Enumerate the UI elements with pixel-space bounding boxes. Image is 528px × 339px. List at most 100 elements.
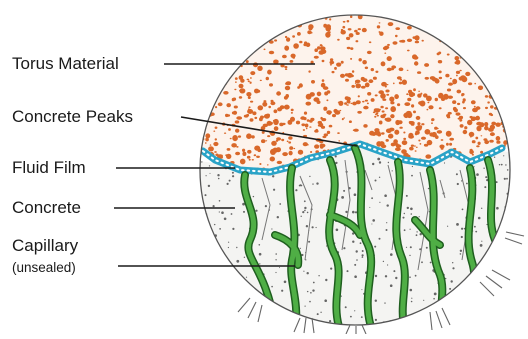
concrete-speck (481, 208, 482, 209)
concrete-speck (452, 267, 454, 269)
torus-particle (233, 26, 236, 29)
torus-particle (321, 83, 326, 88)
torus-particle (273, 119, 279, 125)
torus-particle (220, 41, 226, 46)
concrete-speck (410, 229, 411, 230)
concrete-speck (501, 319, 504, 322)
torus-particle (416, 116, 421, 120)
torus-particle (248, 37, 250, 39)
torus-particle (291, 109, 294, 112)
torus-particle (438, 24, 443, 28)
torus-particle (404, 102, 410, 106)
torus-particle (457, 103, 460, 105)
concrete-speck (292, 323, 294, 325)
torus-particle (213, 131, 215, 132)
torus-particle (257, 34, 262, 37)
torus-particle (245, 20, 250, 24)
torus-particle (406, 93, 408, 95)
torus-particle (456, 20, 458, 22)
torus-particle (206, 34, 208, 36)
torus-particle (470, 136, 472, 137)
concrete-speck (503, 155, 504, 156)
torus-particle (288, 120, 293, 125)
concrete-speck (410, 208, 413, 211)
concrete-speck (466, 283, 468, 285)
torus-particle (214, 65, 217, 67)
concrete-speck (374, 246, 376, 248)
torus-particle (326, 99, 328, 101)
concrete-speck (421, 261, 423, 263)
concrete-speck (494, 302, 496, 304)
concrete-speck (501, 164, 503, 166)
torus-particle (198, 127, 203, 132)
torus-particle (329, 18, 331, 20)
concrete-speck (354, 310, 355, 311)
torus-particle (469, 132, 475, 137)
torus-particle (303, 129, 305, 131)
torus-particle (475, 137, 478, 140)
torus-particle (413, 111, 416, 114)
concrete-speck (241, 284, 243, 286)
concrete-speck (210, 173, 211, 174)
concrete-speck (295, 189, 297, 191)
concrete-speck (509, 292, 510, 293)
torus-particle (359, 58, 362, 61)
torus-particle (337, 132, 340, 134)
torus-particle (249, 159, 251, 161)
concrete-speck (386, 229, 388, 231)
torus-particle (386, 139, 389, 142)
torus-particle (491, 122, 496, 126)
concrete-speck (255, 210, 257, 212)
torus-particle (493, 73, 495, 75)
concrete-speck (208, 185, 210, 187)
torus-particle (387, 56, 392, 61)
concrete-speck (335, 155, 337, 157)
torus-particle (483, 74, 485, 76)
torus-particle (381, 132, 385, 134)
torus-particle (465, 72, 470, 76)
torus-particle (474, 106, 476, 108)
concrete-speck (362, 250, 364, 252)
concrete-speck (200, 212, 202, 214)
concrete-speck (486, 285, 487, 286)
torus-particle (250, 101, 253, 103)
torus-particle (327, 131, 330, 134)
torus-particle (246, 114, 249, 117)
concrete-speck (494, 157, 495, 158)
torus-particle (291, 54, 296, 58)
concrete-speck (301, 216, 302, 217)
torus-particle (452, 79, 457, 84)
torus-particle (399, 68, 404, 72)
concrete-speck (213, 250, 214, 251)
torus-particle (232, 135, 238, 141)
concrete-speck (406, 327, 407, 328)
torus-particle (311, 80, 315, 84)
torus-particle (262, 102, 267, 107)
concrete-speck (360, 242, 362, 244)
torus-particle (234, 89, 236, 90)
torus-particle (247, 79, 250, 81)
torus-particle (242, 152, 246, 156)
concrete-speck (307, 291, 308, 292)
concrete-speck (312, 226, 314, 228)
torus-particle (238, 135, 241, 137)
concrete-speck (428, 188, 430, 190)
torus-particle (200, 131, 204, 135)
concrete-speck (211, 261, 213, 263)
concrete-speck (234, 270, 235, 271)
concrete-speck (231, 279, 233, 281)
torus-particle (499, 86, 504, 91)
torus-particle (308, 13, 312, 17)
torus-particle (416, 147, 418, 148)
concrete-speck (508, 276, 510, 278)
torus-particle (356, 40, 359, 42)
torus-particle (225, 31, 230, 35)
concrete-speck (279, 267, 280, 268)
torus-particle (472, 154, 474, 156)
torus-particle (484, 126, 488, 131)
concrete-speck (503, 225, 505, 227)
torus-particle (427, 25, 429, 26)
concrete-speck (305, 306, 306, 307)
torus-particle (367, 92, 371, 96)
torus-particle (330, 64, 332, 66)
